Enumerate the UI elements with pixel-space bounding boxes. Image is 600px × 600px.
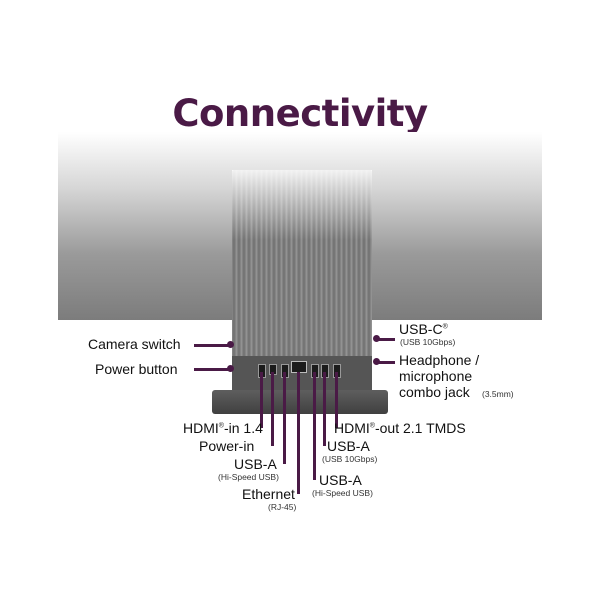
power-in-leader [271,372,274,446]
ethernet-label: Ethernet [242,486,295,502]
power-in-label: Power-in [199,438,255,454]
usba-10g-sub: (USB 10Gbps) [322,454,378,464]
usba-10g-label: USB-A [327,438,370,454]
hdmi-out-leader [335,372,338,428]
usbc-sub: (USB 10Gbps) [400,337,456,347]
usba-hs-label: USB-A [319,472,362,488]
power-button-dot [227,365,234,372]
ethernet-sub: (RJ-45) [268,502,297,512]
usba-hs-leader [313,372,316,480]
headphone-line [377,361,395,364]
stand-fade [232,170,372,240]
usba-left-leader [283,372,286,464]
usba-left-sub: (Hi-Speed USB) [218,472,279,482]
headphone-label-3: combo jack [399,384,470,400]
hdmi-in-leader [260,372,263,428]
page-title: Connectivity [172,92,428,135]
ethernet-leader [297,372,300,494]
usbc-label: USB-C® [399,321,448,337]
camera-switch-line [194,344,230,347]
usba-left-label: USB-A [234,456,277,472]
power-button-line [194,368,230,371]
camera-switch-label: Camera switch [88,336,181,352]
headphone-dot [373,358,380,365]
stand-base [212,390,388,414]
headphone-label-2: microphone [399,368,473,384]
usba-hs-sub: (Hi-Speed USB) [312,488,373,498]
usbc-dot [373,335,380,342]
hdmi-out-label: HDMI®-out 2.1 TMDS [334,420,466,436]
headphone-label-1: Headphone / [399,352,480,368]
power-button-label: Power button [95,361,178,377]
usbc-line [377,338,395,341]
hdmi-in-label: HDMI®-in 1.4 [183,420,263,436]
camera-switch-dot [227,341,234,348]
headphone-sub: (3.5mm) [482,389,514,399]
usba-10g-leader [323,372,326,446]
